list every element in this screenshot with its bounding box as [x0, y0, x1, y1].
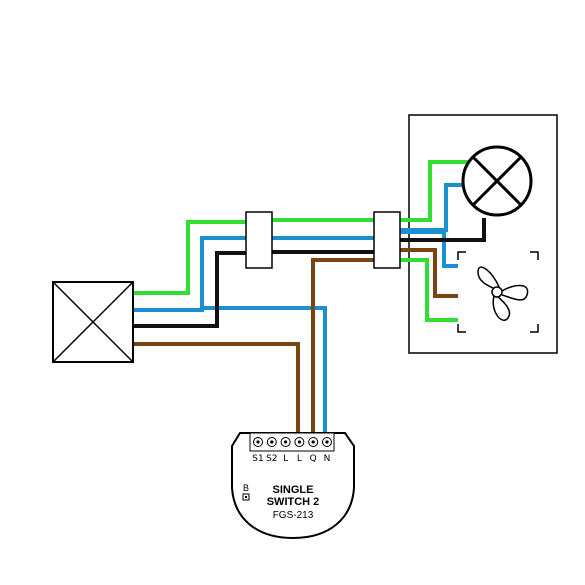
module-body — [231, 432, 355, 540]
wire-brown-fan — [400, 248, 458, 298]
device-title-line1: SINGLE — [273, 484, 314, 496]
fan-icon — [457, 251, 539, 333]
terminal-label: Q — [310, 454, 317, 464]
wire-blue-switch — [133, 236, 246, 312]
wire-blue-module — [202, 306, 327, 436]
wire-brown-module — [311, 258, 374, 436]
device-title-line2: SWITCH 2 — [267, 496, 320, 508]
terminal-screw-head — [284, 440, 288, 444]
wire-blue-fan — [400, 230, 458, 268]
terminal-label: L — [283, 454, 288, 464]
terminal-screw-head — [256, 440, 260, 444]
wire-black-switch — [133, 251, 246, 328]
b-button-label: B — [243, 483, 249, 493]
wire-green-fan — [400, 258, 458, 322]
terminal-screw-head — [311, 440, 315, 444]
lamp-icon — [461, 145, 533, 217]
wires — [133, 160, 486, 436]
terminal-screw-head — [325, 440, 329, 444]
junction-box-x-icon — [52, 281, 134, 363]
device-model: FGS-213 — [273, 510, 314, 521]
terminal-label: L — [297, 454, 302, 464]
wire-black-lamp — [400, 218, 486, 242]
wire-green-switch — [133, 220, 246, 295]
terminal-screw-head — [270, 440, 274, 444]
terminal-screw-head — [297, 440, 301, 444]
terminal-label: N — [324, 454, 331, 464]
connector-block-right — [373, 211, 401, 269]
terminal-label: S2 — [266, 454, 277, 464]
wire-brown-switch — [133, 342, 300, 436]
terminal-label: S1 — [252, 454, 263, 464]
wire-green-lamp — [400, 160, 468, 222]
connector-block-left — [245, 211, 273, 269]
